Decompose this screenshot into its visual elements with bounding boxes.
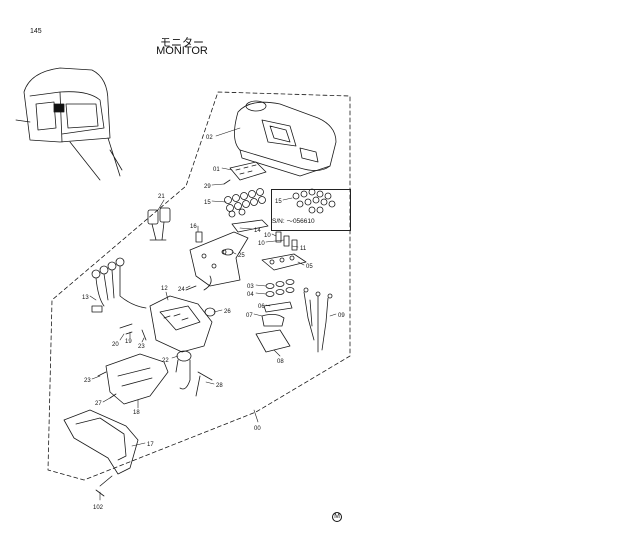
part-callout-08: 08: [277, 359, 284, 365]
grommets-and-handle: [255, 279, 295, 353]
part-callout-21: 21: [158, 194, 165, 200]
part-callout-18: 18: [133, 410, 140, 416]
part-callout-09: 09: [338, 313, 345, 319]
part-callout-05: 05: [306, 264, 313, 270]
monitor-panel: [234, 100, 337, 177]
part-callout-28: 28: [216, 383, 223, 389]
part-callout-26: 26: [224, 309, 231, 315]
assembly-boundary: [47, 91, 351, 481]
part-callout-23: 23: [138, 344, 145, 350]
controller-unit: [149, 275, 216, 353]
part-callout-06: 06: [258, 304, 265, 310]
part-callout-13: 13: [82, 295, 89, 301]
part-callout-20: 20: [112, 342, 119, 348]
serial-number-box: [271, 189, 351, 231]
part-callout-102: 102: [93, 505, 104, 511]
part-callout-12: 12: [161, 286, 168, 292]
controller-bracket: [189, 219, 269, 287]
part-callout-22: 22: [162, 358, 169, 364]
part-callout-15: 15: [275, 199, 282, 205]
part-callout-11: 11: [300, 246, 307, 252]
part-callout-25: 25: [238, 253, 245, 259]
keypad: [229, 161, 267, 181]
part-callout-24: 24: [178, 287, 185, 293]
part-callout-07: 07: [246, 313, 253, 319]
connector-bundle: [147, 207, 171, 241]
part-callout-02: 02: [206, 135, 213, 141]
wire-harness-13: [91, 257, 147, 313]
serial-number-note: S/N: ～056610: [272, 218, 315, 225]
part-callout-27: 27: [95, 401, 102, 407]
bolts: [95, 179, 231, 497]
m-mark-symbol: M: [332, 512, 342, 522]
part-callout-15: 15: [204, 200, 211, 206]
button-cluster-boxed: [292, 188, 336, 214]
part-callout-03: 03: [247, 284, 254, 290]
rotary-and-probe: [175, 350, 213, 397]
mounting-frame: [63, 409, 139, 475]
part-callout-01: 01: [213, 167, 220, 173]
button-cluster-left: [224, 188, 266, 218]
part-callout-16: 16: [190, 224, 197, 230]
part-callout-14: 14: [254, 228, 261, 234]
switch-assembly: [261, 231, 307, 271]
part-callout-23: 23: [84, 378, 91, 384]
part-callout-29: 29: [204, 184, 211, 190]
part-callout-17: 17: [147, 442, 154, 448]
part-callout-10: 10: [264, 233, 271, 239]
part-callout-19: 19: [125, 339, 132, 345]
base-bracket: [105, 353, 169, 405]
title-japanese: モニター: [160, 37, 204, 49]
part-callout-04: 04: [247, 292, 254, 298]
cab-overview-sketch: [15, 67, 123, 181]
page-number: 145: [30, 28, 42, 35]
part-callout-10: 10: [258, 241, 265, 247]
leader-lines: [89, 127, 337, 501]
title-english: MONITOR: [156, 45, 208, 57]
part-callout-00: 00: [254, 426, 261, 432]
wire-harness-09: [303, 287, 333, 353]
